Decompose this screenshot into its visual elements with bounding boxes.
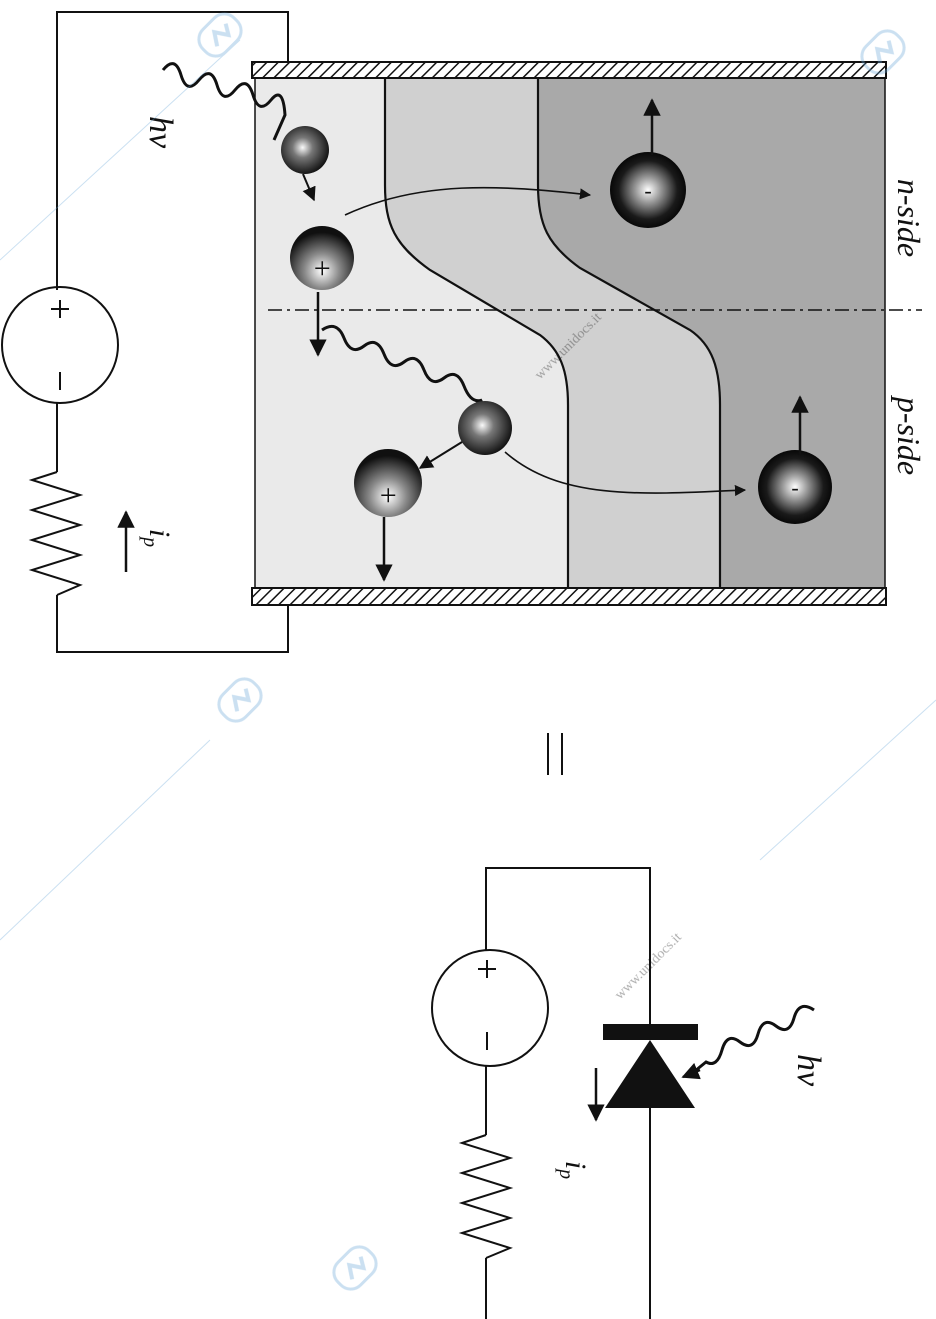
hv-label-top: hv [142, 116, 179, 149]
diode-cathode-bar [603, 1024, 698, 1040]
electron-path-1 [344, 186, 592, 216]
photon-wave-1 [161, 62, 287, 141]
photon-wave-bottom [689, 1004, 815, 1077]
bottom-wire [485, 867, 651, 1024]
hole-2 [354, 449, 422, 517]
electron-n-minus: - [644, 178, 651, 203]
electron-2-down-arrow [418, 441, 463, 469]
bottom-ip-label: ip [555, 1161, 592, 1179]
electron-1-drop-arrow [302, 173, 316, 202]
conduction-band-edge [383, 78, 570, 588]
top-contact [251, 61, 887, 79]
p-side-label: p-side [891, 395, 927, 475]
photon-wave-2 [321, 324, 483, 412]
top-voltage-source [1, 286, 119, 404]
top-circuit [1, 11, 289, 653]
photodiode-symbol [603, 1004, 815, 1108]
carriers: + - + - [281, 98, 832, 582]
photo-generated-electron-2 [458, 401, 512, 455]
hole-1-plus: + [312, 252, 332, 285]
equals-sign [547, 733, 563, 775]
diode-triangle [605, 1040, 695, 1108]
watermark-logo-icon [197, 12, 243, 58]
top-wire-3 [56, 595, 289, 653]
top-resistor [28, 471, 84, 596]
n-side-label: n-side [891, 179, 927, 257]
top-ip-label: ip [139, 529, 176, 547]
watermark-logo-icon [332, 1245, 378, 1291]
top-wire [56, 11, 289, 290]
hole-2-plus: + [378, 479, 398, 512]
hole-1 [290, 226, 354, 290]
watermark-text: www.unidocs.it [612, 930, 685, 1003]
bottom-voltage-source [431, 949, 549, 1067]
electron-n-side [610, 152, 686, 228]
electron-p-side [758, 450, 832, 524]
electron-p-minus: - [791, 475, 798, 500]
bottom-resistor [458, 1134, 514, 1259]
valence-band-edge [536, 78, 722, 588]
bottom-contact [251, 587, 887, 606]
photon-bottom-arrowhead [681, 1062, 701, 1080]
electron-path-2 [504, 451, 747, 497]
watermark-logo-icon [217, 677, 263, 723]
photo-generated-electron-1 [281, 126, 329, 174]
hv-label-bottom: hv [790, 1054, 827, 1087]
bottom-circuit [431, 867, 651, 1319]
watermark-logo-icon [860, 29, 906, 75]
